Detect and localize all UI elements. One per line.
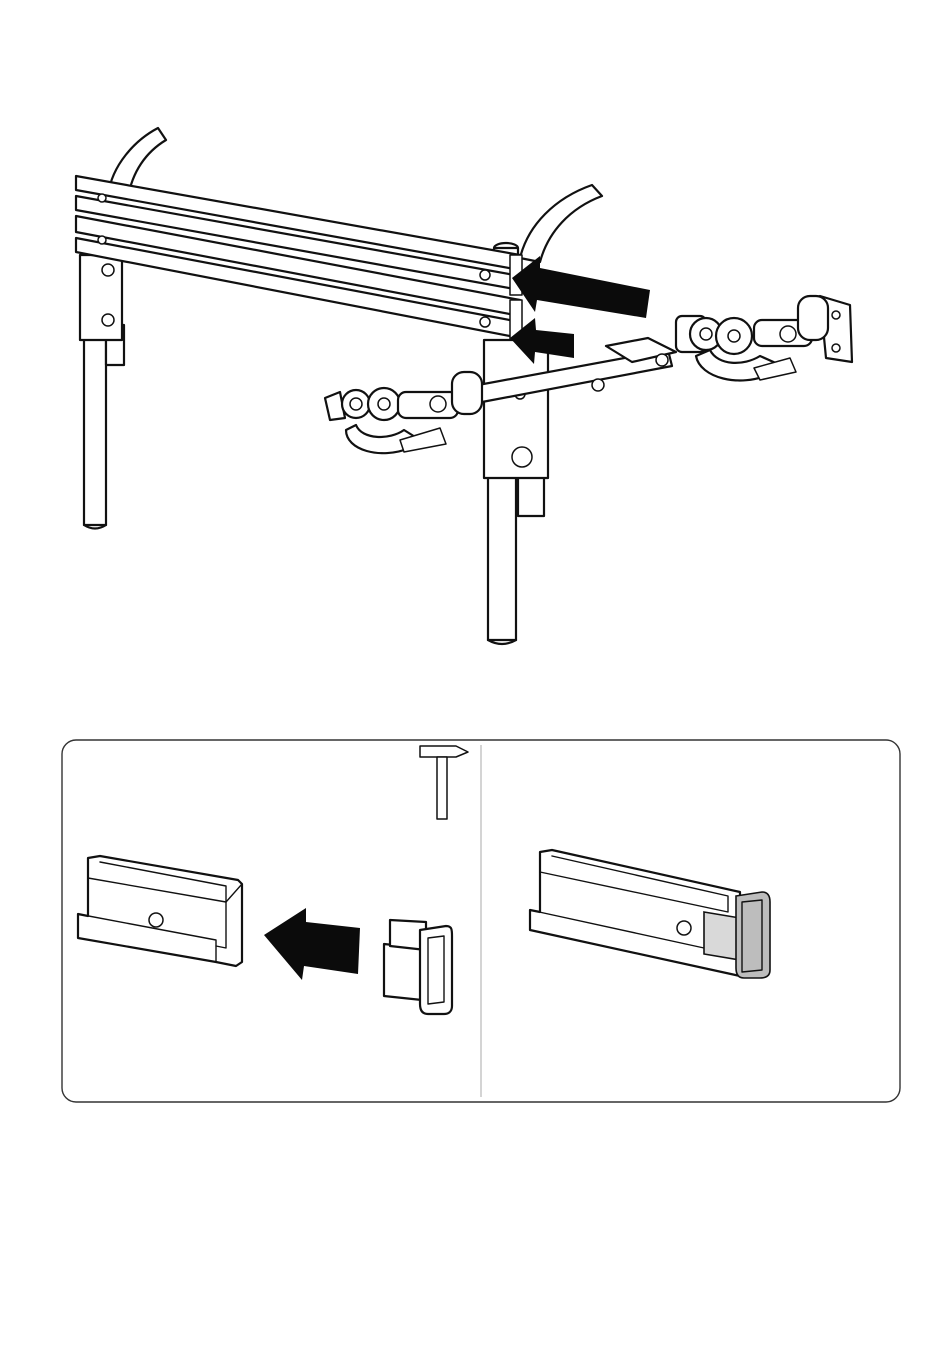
holder-lock bbox=[780, 326, 796, 342]
holder-hub-center bbox=[378, 398, 390, 410]
left-bracket bbox=[80, 255, 122, 340]
rail-bolt bbox=[480, 317, 490, 327]
bike-holder-left bbox=[325, 372, 482, 453]
rail-assembled-right bbox=[530, 850, 770, 978]
end-cap-face bbox=[736, 892, 770, 978]
arm-pivot-bolt bbox=[656, 354, 668, 366]
right-curved-tube bbox=[520, 185, 602, 262]
left-bracket-bolt-1 bbox=[102, 264, 114, 276]
rail-profile-left bbox=[78, 856, 242, 966]
arrow-upper-icon bbox=[512, 256, 650, 318]
rail-bolt bbox=[480, 270, 490, 280]
hammer-icon bbox=[420, 746, 468, 819]
rail-bolt bbox=[98, 236, 106, 244]
end-cap-plug bbox=[384, 920, 452, 1014]
arm-bolt bbox=[592, 379, 604, 391]
arrow-insert-icon bbox=[264, 908, 360, 980]
mount-plate-bolt bbox=[832, 311, 840, 319]
end-cap-shaded bbox=[704, 912, 740, 960]
holder-sleeve bbox=[452, 372, 482, 414]
bike-holder-right bbox=[676, 296, 852, 380]
rail-hole bbox=[149, 913, 163, 927]
holder-knob-center bbox=[700, 328, 712, 340]
rail-bolt bbox=[98, 194, 106, 202]
mount-plate-bolt bbox=[832, 344, 840, 352]
rail-stack bbox=[76, 176, 522, 340]
right-leg-tube bbox=[488, 470, 516, 640]
rail-hole bbox=[677, 921, 691, 935]
holder-body bbox=[398, 392, 458, 418]
left-bracket-bolt-2 bbox=[102, 314, 114, 326]
rack-assembly bbox=[76, 128, 852, 644]
holder-hub-center bbox=[728, 330, 740, 342]
holder-sleeve bbox=[798, 296, 828, 340]
holder-knob-center bbox=[350, 398, 362, 410]
right-bracket-hole bbox=[512, 447, 532, 467]
holder-lock bbox=[430, 396, 446, 412]
